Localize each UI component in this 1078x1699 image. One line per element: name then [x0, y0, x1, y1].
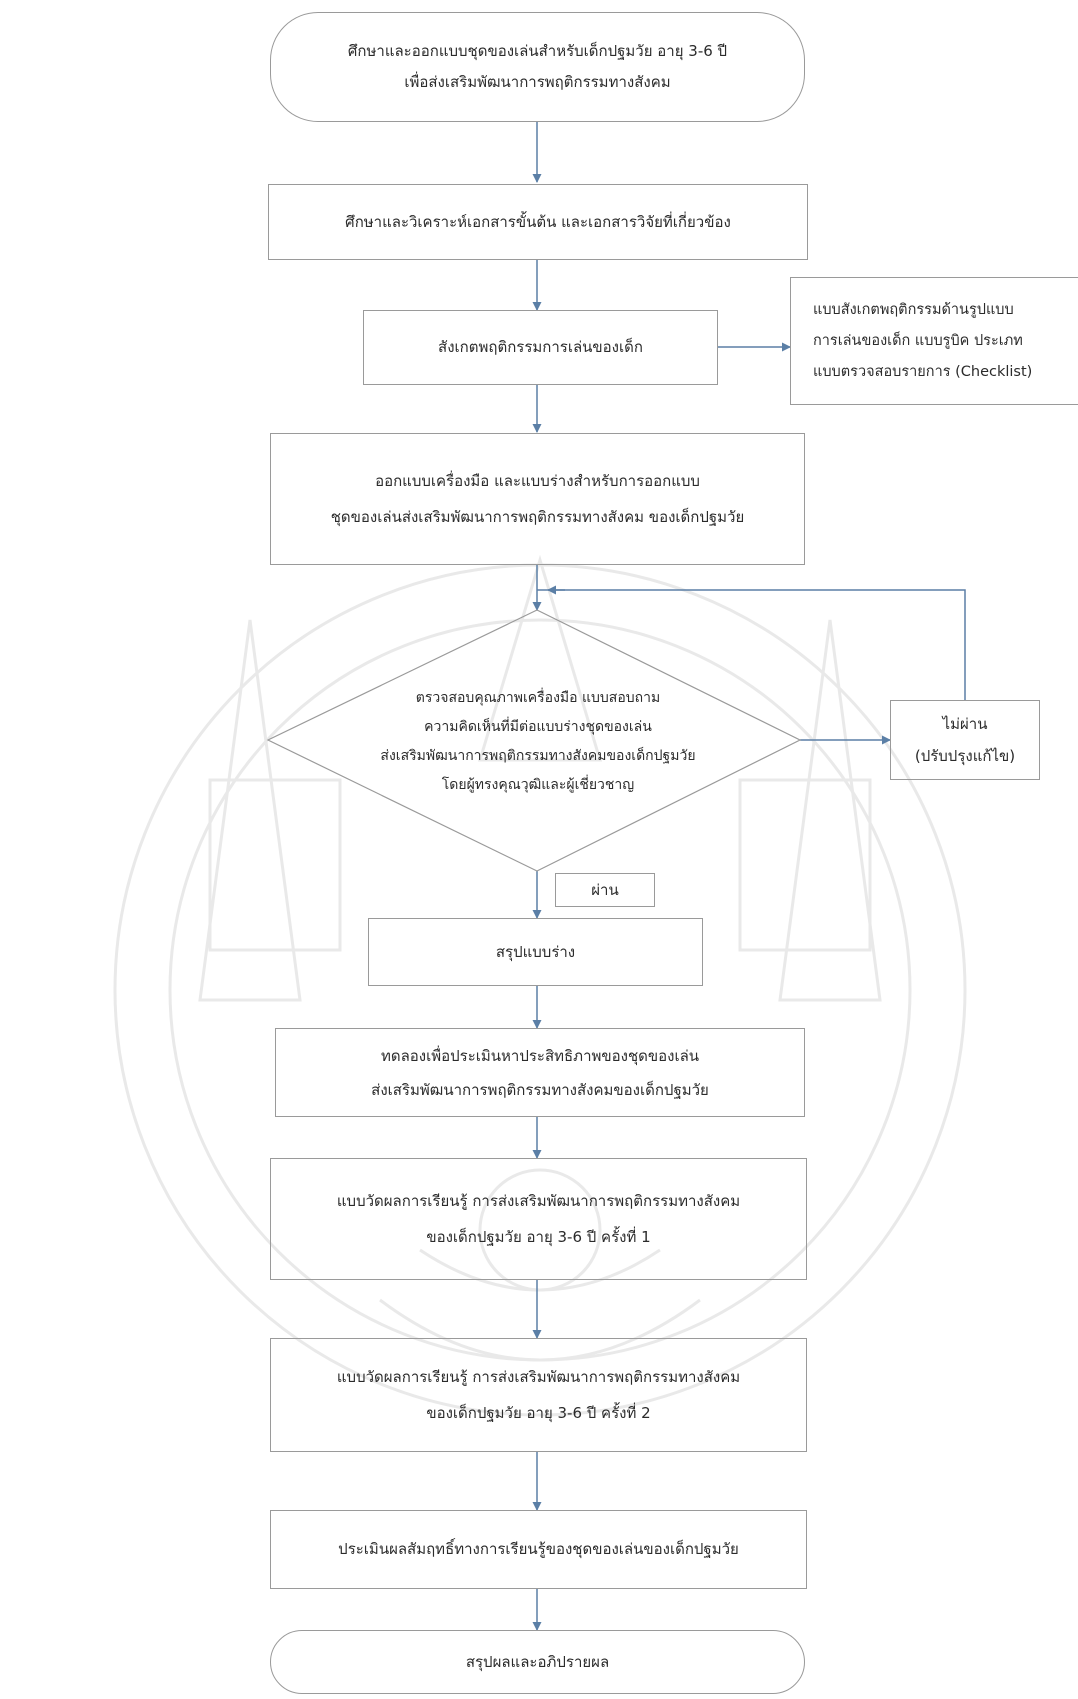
step-observe-text: สังเกตพฤติกรรมการเล่นของเด็ก [438, 338, 643, 356]
step-measure2-box: แบบวัดผลการเรียนรู้ การส่งเสริมพัฒนาการพ… [270, 1338, 807, 1452]
end-text: สรุปผลและอภิปรายผล [465, 1652, 610, 1671]
step-experiment-line-2: ส่งเสริมพัฒนาการพฤติกรรมทางสังคมของเด็กป… [371, 1080, 709, 1099]
step-study-box: ศึกษาและวิเคราะห์เอกสารขั้นต้น และเอกสาร… [268, 184, 808, 260]
observation-form-note: แบบสังเกตพฤติกรรมด้านรูปแบบ การเล่นของเด… [790, 277, 1078, 405]
end-terminator: สรุปผลและอภิปรายผล [270, 1630, 805, 1694]
step-study-text: ศึกษาและวิเคราะห์เอกสารขั้นต้น และเอกสาร… [345, 212, 731, 231]
decision-line-3: ส่งเสริมพัฒนาการพฤติกรรมทางสังคมของเด็กป… [380, 748, 696, 764]
step-evaluate-text: ประเมินผลสัมฤทธิ์ทางการเรียนรู้ของชุดของ… [338, 1540, 739, 1558]
start-terminator: ศึกษาและออกแบบชุดของเล่นสำหรับเด็กปฐมวัย… [270, 12, 805, 122]
step-summary-text: สรุปแบบร่าง [495, 942, 576, 961]
start-line-1: ศึกษาและออกแบบชุดของเล่นสำหรับเด็กปฐมวัย… [347, 42, 728, 60]
step-measure1-line-2: ของเด็กปฐมวัย อายุ 3-6 ปี ครั้งที่ 1 [426, 1228, 651, 1246]
step-observe-box: สังเกตพฤติกรรมการเล่นของเด็ก [363, 310, 718, 385]
pass-label-box: ผ่าน [555, 873, 655, 907]
step-experiment-line-1: ทดลองเพื่อประเมินหาประสิทธิภาพของชุดของเ… [380, 1046, 700, 1065]
decision-line-4: โดยผู้ทรงคุณวุฒิและผู้เชี่ยวชาญ [441, 777, 635, 793]
step-design-box: ออกแบบเครื่องมือ และแบบร่างสำหรับการออกแ… [270, 433, 805, 565]
fail-line-2: (ปรับปรุงแก้ไข) [914, 747, 1016, 765]
step-measure2-line-2: ของเด็กปฐมวัย อายุ 3-6 ปี ครั้งที่ 2 [426, 1404, 651, 1422]
note-line-1: แบบสังเกตพฤติกรรมด้านรูปแบบ [813, 301, 1014, 318]
fail-revise-box: ไม่ผ่าน (ปรับปรุงแก้ไข) [890, 700, 1040, 780]
decision-line-2: ความคิดเห็นที่มีต่อแบบร่างชุดของเล่น [424, 719, 652, 735]
step-summary-box: สรุปแบบร่าง [368, 918, 703, 986]
step-measure2-line-1: แบบวัดผลการเรียนรู้ การส่งเสริมพัฒนาการพ… [336, 1368, 741, 1386]
decision-line-1: ตรวจสอบคุณภาพเครื่องมือ แบบสอบถาม [415, 690, 661, 706]
step-evaluate-box: ประเมินผลสัมฤทธิ์ทางการเรียนรู้ของชุดของ… [270, 1510, 807, 1589]
step-design-line-2: ชุดของเล่นส่งเสริมพัฒนาการพฤติกรรมทางสัง… [330, 508, 745, 526]
decision-text: ตรวจสอบคุณภาพเครื่องมือ แบบสอบถาม ความคิ… [338, 684, 738, 800]
fail-line-1: ไม่ผ่าน [942, 715, 988, 733]
step-design-line-1: ออกแบบเครื่องมือ และแบบร่างสำหรับการออกแ… [375, 472, 700, 490]
note-line-2: การเล่นของเด็ก แบบรูบิค ประเภท [813, 332, 1023, 349]
step-measure1-line-1: แบบวัดผลการเรียนรู้ การส่งเสริมพัฒนาการพ… [336, 1192, 741, 1210]
start-line-2: เพื่อส่งเสริมพัฒนาการพฤติกรรมทางสังคม [404, 73, 671, 91]
pass-label: ผ่าน [591, 881, 619, 899]
step-experiment-box: ทดลองเพื่อประเมินหาประสิทธิภาพของชุดของเ… [275, 1028, 805, 1117]
note-line-3: แบบตรวจสอบรายการ (Checklist) [813, 363, 1033, 380]
step-measure1-box: แบบวัดผลการเรียนรู้ การส่งเสริมพัฒนาการพ… [270, 1158, 807, 1280]
